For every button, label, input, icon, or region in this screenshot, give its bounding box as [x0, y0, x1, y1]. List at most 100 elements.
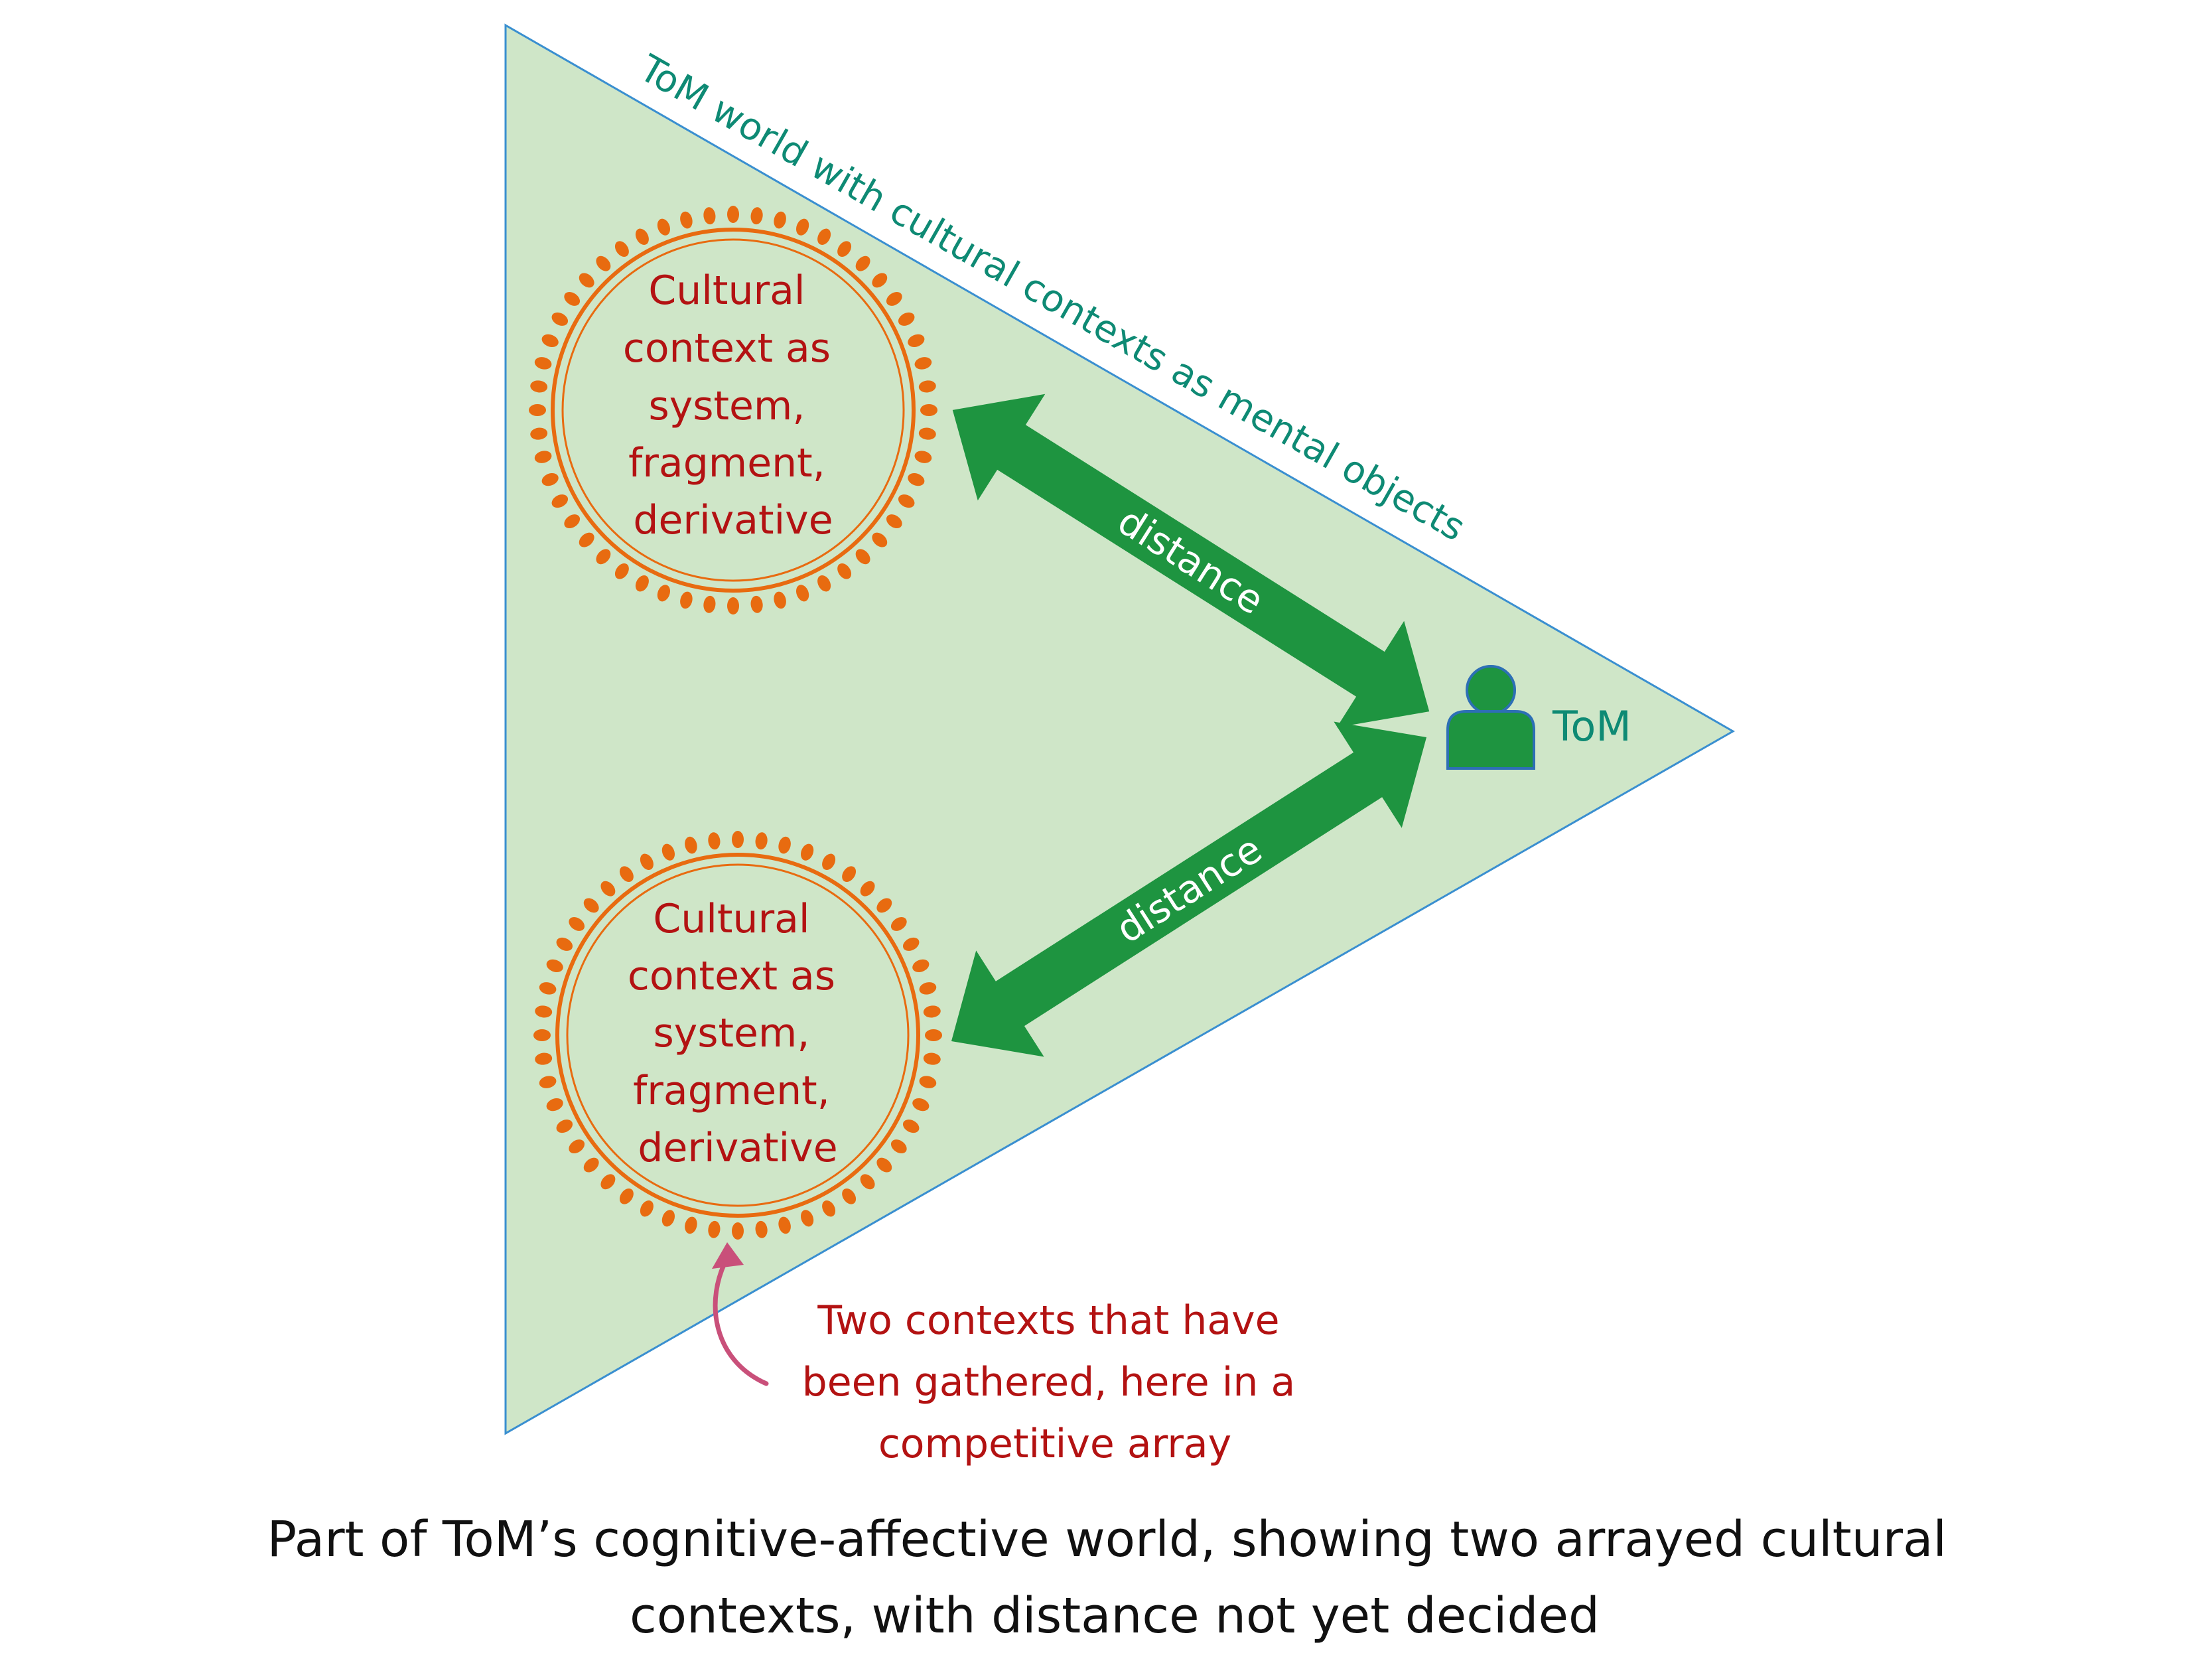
cultural-context-lower-dot [556, 937, 573, 951]
person-icon [1446, 665, 1535, 770]
cultural-context-upper-dot [855, 255, 870, 271]
cultural-context-lower-dot [535, 1005, 553, 1018]
cultural-context-upper-dot [837, 241, 852, 257]
cultural-context-upper-dot [530, 380, 548, 393]
caption: Part of ToM’s cognitive-affective world,… [267, 1511, 1962, 1644]
cultural-context-lower-dot [923, 1005, 941, 1018]
cultural-context-lower-dot [600, 881, 616, 897]
cultural-context-upper-dot [680, 211, 693, 229]
cultural-context-upper-dot [657, 585, 670, 602]
cultural-context-lower-dot [539, 1076, 557, 1088]
cultural-context-upper-dot [886, 514, 902, 529]
cultural-context-upper-dot [920, 404, 937, 416]
cultural-context-upper-dot [886, 291, 902, 306]
cultural-context-lower-dot [755, 1220, 768, 1238]
cultural-context-lower-dot [732, 1222, 744, 1240]
cultural-context-lower-dot [708, 832, 721, 850]
cultural-context-upper-dot [680, 591, 693, 609]
person-icon-head [1466, 665, 1516, 715]
cultural-context-upper-dot [564, 514, 581, 529]
cultural-context-lower-dot [912, 1098, 930, 1112]
cultural-context-lower-dot [569, 916, 585, 931]
cultural-context-lower-dot [923, 1052, 941, 1065]
cultural-context-lower-dot [685, 1216, 697, 1234]
cultural-context-lower-dot [925, 1029, 942, 1041]
cultural-context-upper-outer-ring [551, 228, 916, 593]
cultural-context-upper-dot [918, 380, 936, 393]
cultural-context-lower-dot [640, 853, 654, 871]
cultural-context-upper-dot [774, 211, 786, 229]
cultural-context-lower-dot [661, 1210, 675, 1227]
cultural-context-upper-dot [596, 255, 611, 271]
cultural-context-lower-dot [876, 1157, 892, 1173]
cultural-context-lower-dot [600, 1174, 616, 1190]
cultural-context-upper-dot [635, 575, 649, 592]
cultural-context-upper-dot [579, 273, 594, 288]
cultural-context-lower-dot [755, 832, 768, 850]
cultural-context-lower-dot [685, 836, 697, 854]
cultural-context-lower-dot [902, 1119, 920, 1133]
cultural-context-lower-dot [732, 831, 744, 848]
cultural-context-upper-dot [564, 291, 581, 306]
cultural-context-lower: Cultural context as system, fragment, de… [533, 831, 942, 1240]
cultural-context-upper-dot [657, 218, 670, 236]
cultural-context-upper-dot [541, 334, 559, 347]
cultural-context-upper-dot [727, 206, 739, 223]
cultural-context-upper-dot [872, 273, 888, 288]
cultural-context-upper-dot [918, 427, 936, 440]
cultural-context-upper-dot [908, 473, 925, 486]
cultural-context-lower-dot [822, 1200, 836, 1217]
cultural-context-upper-dot [614, 563, 629, 579]
cultural-context-lower-dot [822, 853, 836, 871]
cultural-context-lower-dot [919, 982, 937, 995]
cultural-context-upper-dot [534, 357, 552, 370]
cultural-context-lower-outer-ring [555, 853, 920, 1218]
cultural-context-lower-dot [708, 1220, 721, 1238]
cultural-context-lower-dot [546, 959, 563, 972]
cultural-context-upper-dot [914, 357, 932, 370]
cultural-context-lower-dot [778, 836, 791, 854]
cultural-context-lower-dot [801, 1210, 814, 1227]
cultural-context-upper-dot [703, 595, 716, 613]
cultural-context-upper-dot [530, 427, 548, 440]
cultural-context-lower-dot [890, 1139, 907, 1154]
cultural-context-lower-dot [583, 1157, 599, 1173]
cultural-context-lower-dot [912, 959, 930, 972]
cultural-context-upper-dot [541, 473, 559, 486]
cultural-context-upper-dot [579, 532, 594, 547]
cultural-context-lower-dot [661, 843, 675, 861]
cultural-context-upper-dot [872, 532, 888, 547]
cultural-context-upper: Cultural context as system, fragment, de… [529, 206, 937, 614]
annotation-text: Two contexts that have been gathered, he… [802, 1297, 1308, 1467]
cultural-context-lower-dot [842, 1188, 857, 1204]
cultural-context-lower-dot [546, 1098, 563, 1112]
cultural-context-lower-dot [583, 898, 599, 913]
cultural-context-lower-dot [569, 1139, 585, 1154]
cultural-context-upper-dot [727, 597, 739, 614]
cultural-context-upper-dot [529, 404, 546, 416]
cultural-context-lower-dot [860, 1174, 875, 1190]
person-icon-body [1446, 710, 1535, 770]
cultural-context-lower-dot [919, 1076, 937, 1088]
tom-world-triangle [504, 23, 1736, 1435]
cultural-context-upper-dot [796, 218, 809, 236]
cultural-context-upper-dot [837, 563, 852, 579]
cultural-context-lower-dot [640, 1200, 654, 1217]
cultural-context-lower-label: Cultural context as system, fragment, de… [628, 896, 848, 1171]
cultural-context-lower-dot [619, 1188, 634, 1204]
cultural-context-lower-dot [801, 843, 814, 861]
cultural-context-lower-dot [860, 881, 875, 897]
cultural-context-upper-dot [817, 575, 831, 592]
cultural-context-upper-dot [750, 207, 763, 225]
annotation-arrowhead [712, 1242, 744, 1269]
cultural-context-upper-dot [750, 595, 763, 613]
cultural-context-upper-inner-ring [561, 238, 905, 582]
cultural-context-upper-dot [551, 494, 569, 508]
cultural-context-upper-dot [908, 334, 925, 347]
cultural-context-upper-dot [817, 228, 831, 246]
cultural-context-upper-dot [703, 207, 716, 225]
annotation-arrow [713, 1253, 769, 1386]
distance-arrow-lower-shape [951, 721, 1427, 1057]
cultural-context-upper-dots [529, 206, 937, 614]
